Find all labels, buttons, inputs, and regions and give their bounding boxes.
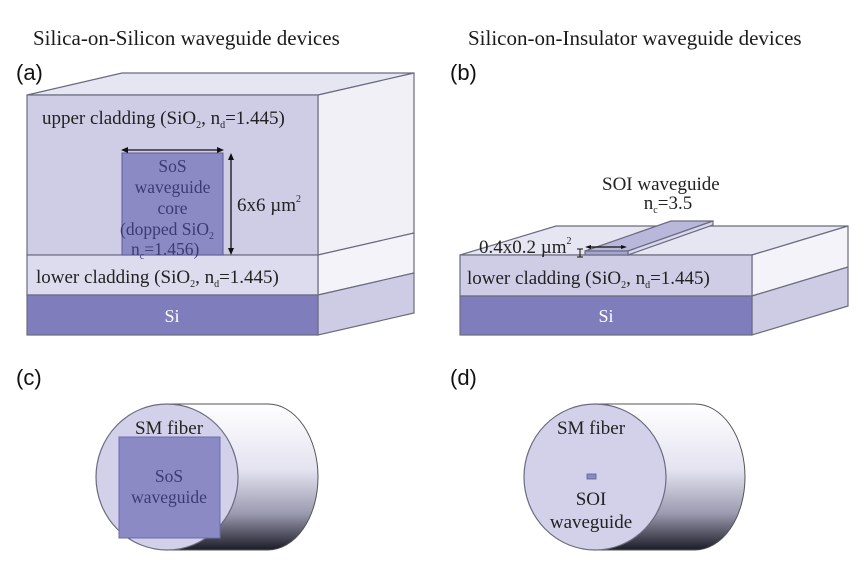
soi-waveguide-index: nc=3.5: [644, 193, 692, 216]
core-label-line1: SOI: [576, 489, 607, 510]
core-label-line2: waveguide: [131, 487, 207, 507]
substrate-label: Si: [164, 306, 179, 326]
lower-cladding: [459, 254, 753, 297]
svg-text:SoS: SoS: [158, 156, 186, 176]
panel-label-d: (d): [450, 365, 477, 390]
sos-core: [121, 152, 224, 256]
sos-chip-3d: [26, 72, 415, 336]
soi-chip-3d: [459, 220, 849, 336]
soi-width-arrow: [585, 245, 627, 249]
upper-cladding-label: upper cladding (SiO2, nd=1.445): [42, 108, 285, 131]
panel-label-c: (c): [16, 365, 42, 390]
sos-core-label: SoS waveguide core (dopped SiO2 nc=1.456…: [120, 156, 214, 262]
sos-core-cross-section: [118, 436, 221, 539]
soi-dimension-label: 0.4x0.2 µm2: [479, 236, 571, 258]
title-silicon-on-insulator: Silicon-on-Insulator waveguide devices: [468, 26, 802, 50]
panel-label-b: (b): [450, 60, 477, 85]
svg-text:core: core: [157, 198, 187, 218]
svg-text:nc=1.456): nc=1.456): [131, 239, 199, 262]
lower-cladding-label: lower cladding (SiO2, nd=1.445): [467, 268, 710, 291]
substrate-si: [26, 294, 319, 336]
sm-fiber-c: [95, 403, 319, 551]
soi-waveguide-title: SOI waveguide: [602, 174, 720, 195]
core-dimension-label: 6x6 µm2: [237, 194, 301, 216]
side-upper-cladding: [317, 72, 415, 256]
title-silica-on-silicon: Silica-on-Silicon waveguide devices: [33, 26, 340, 50]
sm-fiber-d: [523, 403, 746, 551]
substrate-si: [459, 295, 753, 336]
fiber-label: SM fiber: [135, 418, 204, 439]
svg-text:waveguide: waveguide: [135, 177, 211, 197]
core-label-line2: waveguide: [550, 512, 632, 533]
panel-label-a: (a): [16, 60, 43, 85]
soi-height-arrow: [577, 248, 583, 258]
substrate-label: Si: [598, 306, 613, 326]
core-label-line1: SoS: [155, 466, 183, 486]
core-width-arrow: [121, 147, 224, 153]
core-height-arrow: [228, 153, 234, 255]
lower-cladding-label: lower cladding (SiO2, nd=1.445): [36, 267, 279, 290]
soi-core-cross-section: [586, 473, 597, 480]
fiber-label: SM fiber: [557, 418, 626, 439]
soi-waveguide-front: [584, 250, 629, 256]
svg-text:(dopped SiO2: (dopped SiO2: [120, 219, 214, 242]
